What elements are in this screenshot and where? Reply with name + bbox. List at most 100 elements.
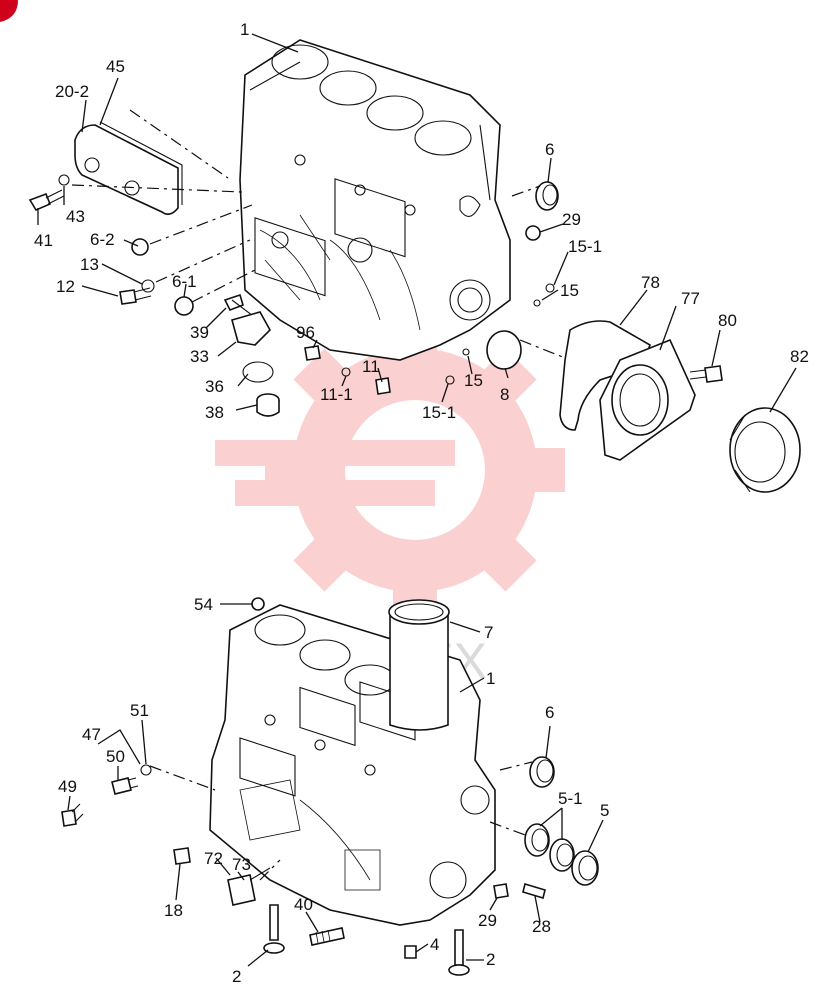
callout-label: 6-2: [90, 230, 115, 249]
callout-label: 11: [362, 357, 380, 376]
plug-4: [404, 945, 417, 959]
lower-dash-1: [149, 765, 216, 791]
plug-15: [533, 299, 541, 307]
callout-label: 5: [600, 801, 609, 820]
lower-dash-4: [259, 859, 281, 881]
callout-label: 78: [641, 273, 660, 292]
callout-label: 20-2: [55, 82, 89, 101]
sensor-72-73: [227, 867, 271, 906]
washer-43: [58, 174, 70, 186]
washer-13: [141, 279, 155, 293]
bracket-33: [231, 311, 271, 346]
bolt-80: [689, 365, 723, 383]
side-cover-plate: [74, 121, 183, 216]
seal-housing-77: [599, 338, 696, 461]
callout-label: 12: [56, 277, 75, 296]
callout-label: 7: [484, 623, 493, 642]
callout-label: 50: [106, 747, 125, 766]
pin-28: [522, 882, 546, 900]
callout-label: 72: [204, 849, 223, 868]
plug-15-1-lower: [445, 375, 455, 385]
callout-label: 82: [790, 347, 809, 366]
callout-label: 77: [681, 289, 700, 308]
bushing-5-1: [524, 823, 575, 872]
leader-lines: [37, 33, 797, 967]
callout-label: 39: [190, 323, 209, 342]
callout-label: 73: [232, 855, 251, 874]
upper-dash-7: [519, 339, 566, 359]
callout-label: 15-1: [568, 237, 602, 256]
callout-label: 45: [106, 57, 125, 76]
callout-label: 15-1: [422, 403, 456, 422]
upper-callouts: 1 45 20-2 6 43 41 29 6-2 15-1 13 15 12 6…: [34, 20, 809, 422]
bolt-49: [61, 803, 84, 827]
plug-6-lower: [529, 756, 555, 788]
callout-label: 2: [486, 950, 495, 969]
plug-6: [535, 181, 559, 211]
callout-label: 43: [66, 207, 85, 226]
o-ring-36: [242, 361, 274, 383]
plug-96: [304, 345, 321, 361]
callout-label: 1: [240, 20, 249, 39]
callout-label: 36: [205, 377, 224, 396]
callout-label: 2: [232, 967, 241, 986]
upper-dash-1: [129, 109, 229, 179]
callout-label: 40: [294, 895, 313, 914]
upper-dash-3: [149, 204, 253, 245]
callout-label: 38: [205, 403, 224, 422]
upper-dash-6: [511, 185, 541, 197]
upper-dash-4: [155, 239, 251, 283]
oil-seal-82: [729, 407, 801, 493]
callout-label: 33: [190, 347, 209, 366]
callout-label: 6: [545, 140, 554, 159]
callout-label: 6-1: [172, 272, 197, 291]
callout-label: 18: [164, 901, 183, 920]
callout-label: 6: [545, 703, 554, 722]
upper-dash-5: [191, 269, 256, 303]
upper-dash-2: [71, 184, 243, 193]
callout-label: 54: [194, 595, 213, 614]
plug-50: [111, 777, 139, 795]
plug-54: [251, 597, 265, 611]
plug-11: [375, 377, 391, 395]
callout-label: 1: [486, 669, 495, 688]
callout-label: 29: [562, 210, 581, 229]
rear-plate-78: [559, 320, 651, 431]
upper-cylinder-block: [239, 39, 511, 361]
callout-label: 41: [34, 231, 53, 250]
lower-dash-2: [499, 761, 533, 771]
callout-label: 51: [130, 701, 149, 720]
lower-callouts: 54 7 1 51 47 6 50 49 5-1 5 72 73 18 40 2…: [58, 595, 609, 986]
callout-label: 15: [464, 371, 483, 390]
cap-8: [486, 330, 522, 370]
cylinder-liner-7: [388, 599, 450, 731]
stud-40: [309, 927, 345, 946]
plug-15-lower: [462, 348, 470, 356]
plug-15-1: [545, 283, 555, 293]
plug-29-lower: [493, 883, 509, 899]
plug-38: [256, 393, 280, 417]
callout-label: 96: [296, 323, 315, 342]
plug-29: [525, 225, 541, 241]
bolt-12: [119, 287, 152, 305]
callout-label: 15: [560, 281, 579, 300]
ring-51: [140, 764, 152, 776]
callout-label: 28: [532, 917, 551, 936]
plug-6-1: [174, 296, 194, 316]
callout-label: 4: [430, 935, 439, 954]
bolt-2-left: [263, 904, 285, 954]
plug-18: [173, 847, 191, 865]
callout-label: 8: [500, 385, 509, 404]
callout-label: 80: [718, 311, 737, 330]
callout-label: 5-1: [558, 789, 583, 808]
bolt-41: [28, 189, 65, 212]
corner-mark: [0, 0, 18, 22]
callout-label: 29: [478, 911, 497, 930]
callout-label: 13: [80, 255, 99, 274]
lower-dash-3: [489, 821, 529, 837]
bushing-5: [571, 850, 599, 886]
callout-label: 49: [58, 777, 77, 796]
callout-label: 11-1: [320, 385, 353, 404]
plug-6-2: [131, 238, 149, 256]
